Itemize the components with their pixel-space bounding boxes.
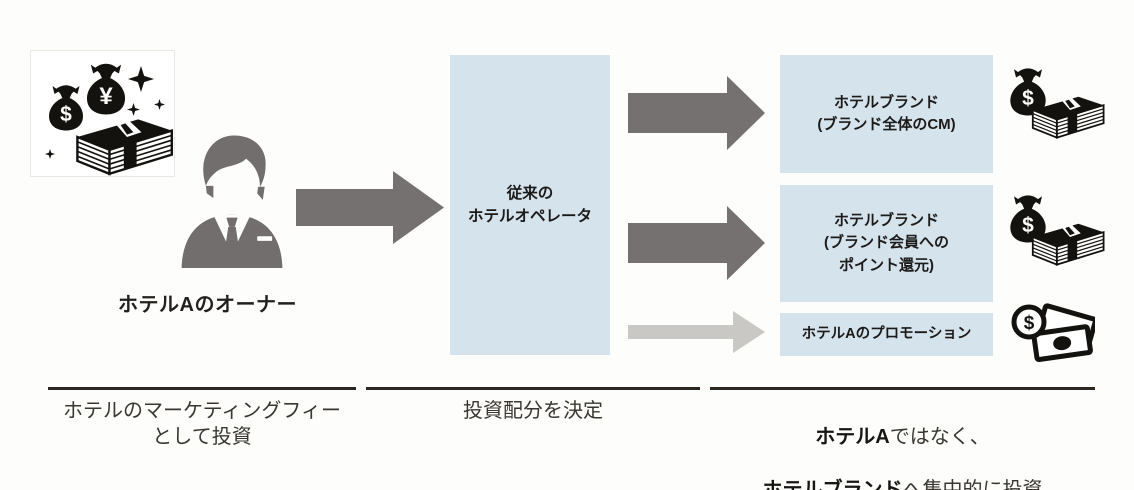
money-bags-cash-icon: ¥ $ [30, 50, 175, 177]
caption-brand-investment-line2: ホテルブランドへ集中的に投資 [710, 477, 1095, 490]
dollar-symbol: $ [1024, 313, 1035, 334]
brand-cm-box-label: ホテルブランド (ブランド全体のCM) [817, 93, 956, 134]
yen-symbol: ¥ [99, 83, 113, 110]
flow-arrow-hotel-promo [628, 311, 765, 353]
footer-rule-1 [48, 387, 356, 390]
operator-box-label: 従来の ホテルオペレータ [467, 184, 592, 225]
footer-rule-3 [710, 387, 1095, 390]
owner-label: ホテルAのオーナー [118, 294, 297, 316]
caption-marketing-fee: ホテルのマーケティングフィー として投資 [63, 400, 341, 449]
money-bag-cash-icon: $ [1010, 68, 1105, 139]
caption-brand-investment-line1: ホテルAではなく、 [710, 424, 1095, 450]
caption-rest-2: へ集中的に投資 [903, 479, 1043, 490]
flow-arrow-brand-cm [628, 76, 765, 150]
flow-arrow-main [296, 171, 444, 244]
caption-allocation: 投資配分を決定 [463, 400, 603, 422]
flow-arrow-brand-points [628, 206, 765, 280]
dollar-symbol: $ [1022, 87, 1034, 110]
operator-box: 従来の ホテルオペレータ [450, 55, 610, 355]
footer-rule-2 [366, 387, 700, 390]
hotel-promo-box: ホテルAのプロモーション [780, 313, 993, 356]
brand-points-box: ホテルブランド (ブランド会員への ポイント還元) [780, 185, 993, 302]
brand-cm-box: ホテルブランド (ブランド全体のCM) [780, 55, 993, 173]
caption-bold-hotel-brand: ホテルブランド [763, 479, 903, 490]
money-bag-cash-icon: $ [1010, 195, 1105, 266]
businessman-icon [181, 135, 283, 268]
caption-rest-1: ではなく、 [889, 426, 990, 449]
brand-points-box-label: ホテルブランド (ブランド会員への ポイント還元) [824, 211, 949, 274]
hotel-promo-box-label: ホテルAのプロモーション [801, 325, 972, 342]
dollar-symbol: $ [60, 103, 72, 126]
caption-brand-investment: ホテルAではなく、 ホテルブランドへ集中的に投資 [710, 398, 1095, 490]
dollar-symbol: $ [1022, 214, 1034, 237]
coin-banknotes-icon: $ [1011, 303, 1095, 363]
money-bags-cash-graphic: ¥ $ [45, 63, 174, 176]
caption-bold-hotel-a: ホテルA [815, 426, 890, 449]
